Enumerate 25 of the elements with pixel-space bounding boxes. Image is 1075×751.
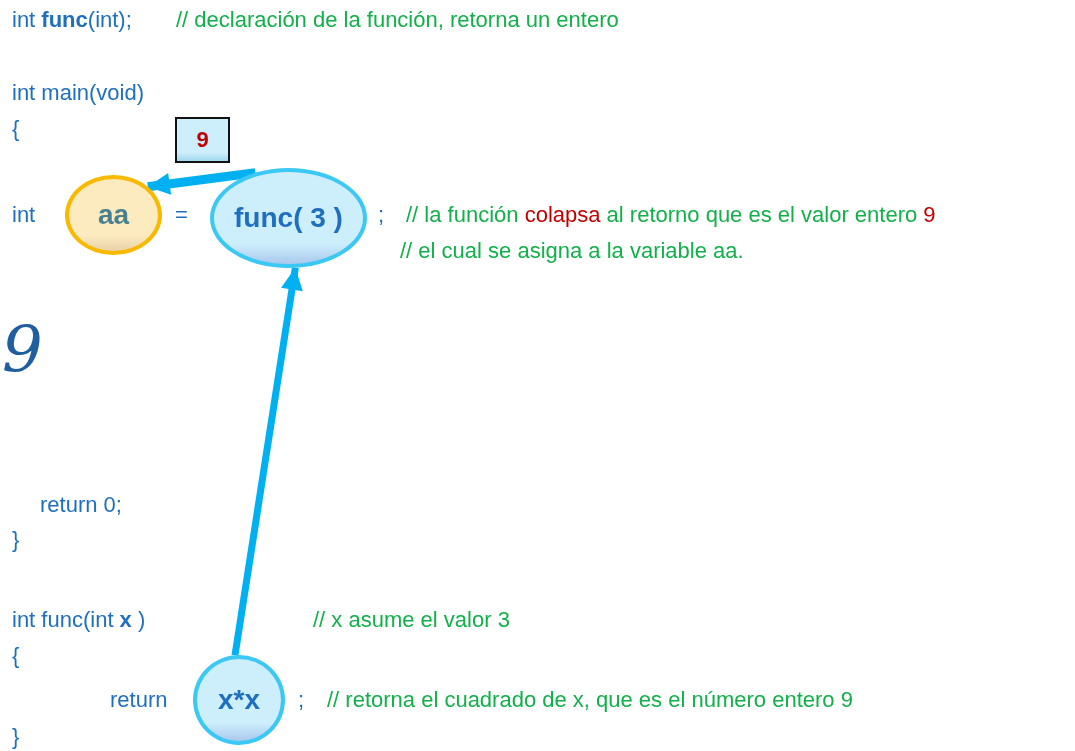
code-line: int main(void) (12, 80, 145, 106)
code-line: return 0; (40, 492, 122, 518)
function-call: func( 3 ) (234, 202, 343, 234)
code-line: { (12, 116, 20, 142)
return-value-box (175, 117, 230, 163)
code-comment: // retorna el cuadrado de x, que es el número entero 9 (327, 687, 853, 713)
code-line: int (12, 202, 36, 228)
code-line: } (12, 724, 20, 750)
code-line: ; (298, 687, 305, 713)
code-line: int func(int); (12, 7, 132, 33)
code-comment: // la función colapsa al retorno que es el valor entero 9 (406, 202, 936, 228)
expression: x*x (217, 684, 260, 716)
code-line: ; (378, 202, 385, 228)
code-comment: // x asume el valor 3 (313, 607, 510, 633)
code-comment: // el cual se asigna a la variable aa. (400, 238, 744, 264)
code-line: } (12, 527, 20, 553)
code-line: int func(int x ) (12, 607, 146, 633)
code-line: { (12, 643, 20, 669)
code-comment: // declaración de la función, retorna un entero (176, 7, 619, 33)
variable-name: aa (97, 199, 130, 231)
code-line: return (110, 687, 168, 713)
return-value: 9 (196, 127, 209, 153)
arrow (231, 267, 303, 656)
code-line: = (175, 202, 188, 228)
handwritten-number: 9 (2, 318, 43, 382)
